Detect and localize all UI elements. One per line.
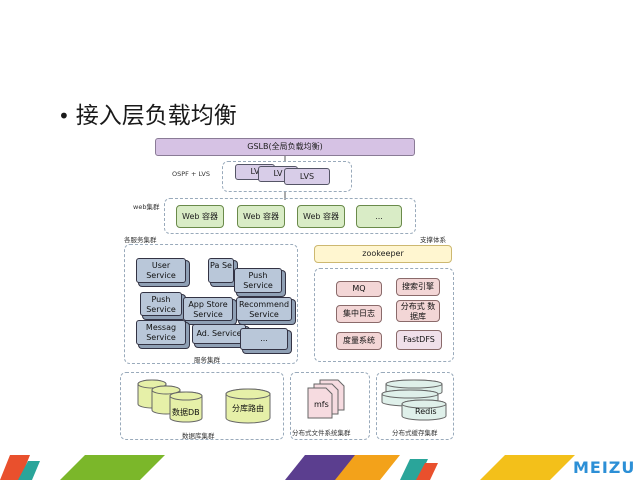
fs-cluster-group — [290, 372, 370, 440]
page-title-text: 接入层负载均衡 — [75, 103, 237, 129]
lvs-node-3: LVS — [284, 168, 330, 185]
web-cluster-group — [164, 198, 416, 234]
user-service: User Service — [136, 258, 186, 283]
recommend-service: Recommend Service — [236, 297, 292, 321]
bullet-icon: • — [58, 104, 70, 128]
db-cluster-label: 数据库集群 — [182, 432, 215, 440]
support-group — [314, 268, 454, 362]
fs-cluster-label: 分布式文件系统集群 — [292, 429, 351, 437]
page-title: •接入层负载均衡 — [58, 96, 237, 130]
cache-cluster-label: 分布式缓存集群 — [392, 429, 438, 437]
service-cluster-label: 各服务集群 — [124, 236, 157, 244]
database-cylinders-icon — [137, 379, 203, 423]
lvs-group — [222, 161, 352, 192]
pa-service: Pa Se — [208, 258, 234, 283]
search-engine-box: 搜索引擎 — [396, 278, 440, 296]
support-label: 支撑体系 — [420, 236, 446, 244]
zookeeper-box: zookeeper — [314, 245, 452, 263]
web-cluster-label: web集群 — [133, 203, 160, 211]
ospf-label: OSPF + LVS — [172, 170, 210, 178]
web-node-1: Web 容器 — [176, 205, 224, 228]
web-node-2: Web 容器 — [237, 205, 285, 228]
service-group-label: 服务集群 — [194, 356, 220, 364]
db-router-label: 分库路由 — [232, 404, 264, 413]
mfs-documents-icon — [307, 379, 345, 419]
push-service-left: Push Service — [140, 292, 182, 316]
service-cluster-group — [124, 244, 298, 364]
more-service: ... — [240, 328, 288, 350]
ad-service: Ad. Service — [192, 324, 246, 344]
db-cluster-group — [120, 372, 284, 440]
web-node-more: ... — [356, 205, 402, 228]
cache-cluster-group — [376, 372, 454, 440]
distributed-db-box: 分布式 数据库 — [396, 300, 440, 322]
app-store-service: App Store Service — [183, 297, 233, 321]
push-service-top: Push Service — [234, 268, 282, 293]
metrics-box: 度量系统 — [336, 332, 382, 350]
redis-label: Redis — [415, 407, 437, 416]
fastdfs-box: FastDFS — [396, 330, 442, 350]
messag-service: Messag Service — [136, 320, 186, 345]
data-db-label: 数据DB — [172, 408, 200, 417]
mfs-label: mfs — [314, 400, 329, 409]
footer-decoration — [0, 455, 575, 480]
mq-box: MQ — [336, 281, 382, 297]
redis-cylinders-icon — [381, 379, 447, 421]
meizu-logo: MEIZU — [573, 458, 636, 477]
db-router-cylinder-icon — [225, 388, 271, 424]
log-box: 集中日志 — [336, 305, 382, 323]
gslb-box: GSLB(全局负载均衡) — [155, 138, 415, 156]
web-node-3: Web 容器 — [297, 205, 345, 228]
